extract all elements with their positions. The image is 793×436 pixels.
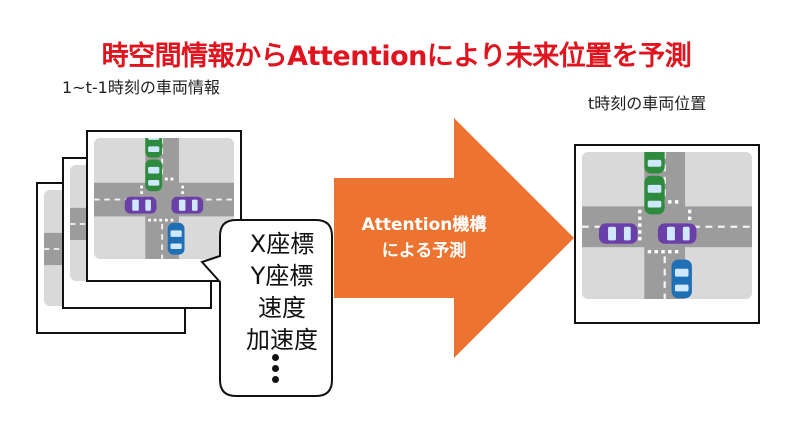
car-blue (671, 259, 692, 299)
diagram-title: 時空間情報からAttentionにより未来位置を予測 (101, 41, 692, 72)
arrow-label: Attention機構 による予測 (342, 212, 506, 264)
car-green (145, 159, 163, 192)
intersection-map (582, 152, 752, 300)
feature-accel: 加速度 (246, 326, 318, 354)
car-green (644, 175, 665, 215)
car-purple (171, 196, 204, 214)
output-frame (574, 144, 760, 324)
process-arrow (334, 118, 574, 358)
output-label: t時刻の車両位置 (588, 94, 707, 113)
car-purple (598, 223, 638, 244)
arrow-label-line-2: による予測 (381, 241, 467, 261)
feature-list: X座標 Y座標 速度 加速度 (228, 228, 336, 356)
feature-speed: 速度 (258, 294, 306, 322)
car-green (145, 138, 163, 158)
feature-y: Y座標 (250, 262, 314, 290)
arrow-label-line-1: Attention機構 (361, 215, 487, 235)
car-purple (124, 196, 157, 214)
input-label: 1~t-1時刻の車両情報 (62, 78, 220, 97)
feature-x: X座標 (249, 230, 315, 258)
car-purple (657, 223, 697, 244)
car-green (644, 152, 665, 174)
car-blue (167, 222, 185, 255)
feature-bubble (200, 219, 333, 397)
ellipsis-vertical-icon (272, 354, 280, 387)
